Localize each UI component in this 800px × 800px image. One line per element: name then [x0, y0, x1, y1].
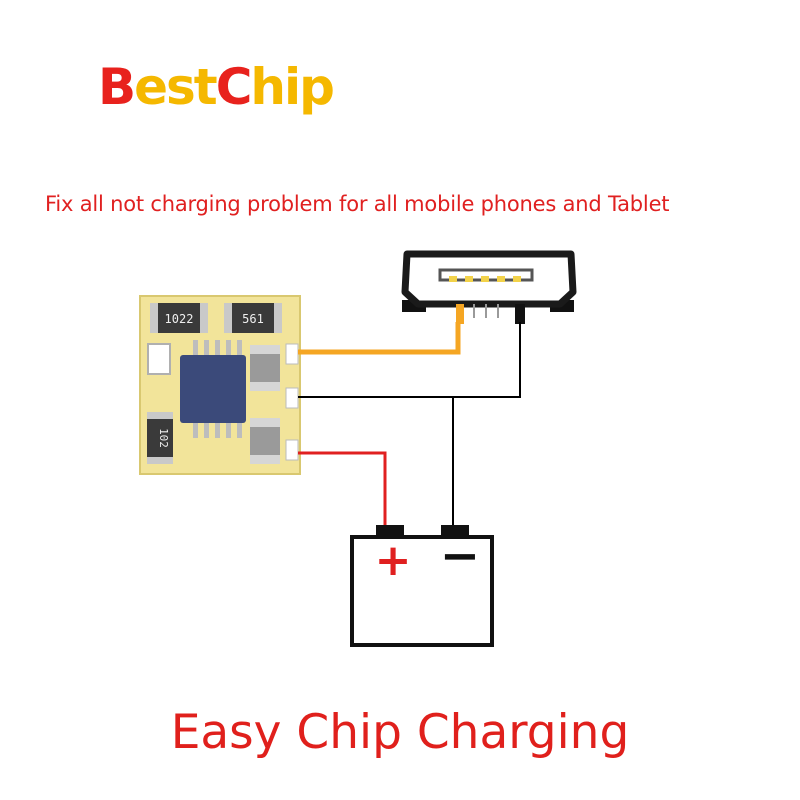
caption-title: Easy Chip Charging: [170, 705, 630, 760]
pad-3: [285, 439, 299, 461]
ic-pins: [193, 340, 242, 438]
capacitor-upper: [250, 345, 280, 391]
logo-letter-b: B: [98, 58, 136, 116]
ic-chip: [180, 355, 246, 423]
smd-component-left: [147, 343, 171, 375]
logo-text-est: est: [134, 58, 218, 116]
battery: + −: [350, 525, 494, 647]
battery-terminal-negative: [441, 525, 469, 538]
battery-minus-sign: −: [440, 528, 480, 584]
resistor-left-label: 102: [157, 428, 170, 448]
usb-pin-ground: [515, 304, 525, 324]
resistor-left: 102: [147, 412, 173, 464]
usb-pin-positive: [456, 304, 464, 324]
battery-terminal-positive: [376, 525, 404, 538]
wire-orange-vbus: [298, 322, 461, 355]
micro-usb-connector: [401, 250, 577, 324]
wire-black-ground-usb: [298, 322, 521, 398]
capacitor-lower: [250, 418, 280, 464]
resistor-top-left-label: 1022: [165, 312, 194, 326]
wire-red-positive: [298, 451, 387, 528]
pad-2: [285, 387, 299, 409]
logo-text-hip: hip: [250, 58, 335, 116]
resistor-top-left: 1022: [150, 303, 208, 333]
logo-letter-c: C: [215, 58, 253, 116]
resistor-top-right: 561: [224, 303, 282, 333]
subtitle: Fix all not charging problem for all mob…: [45, 192, 670, 216]
pad-1: [285, 343, 299, 365]
charging-chip-board: 1022 561 102: [139, 295, 301, 475]
resistor-top-right-label: 561: [242, 312, 264, 326]
battery-plus-sign: +: [375, 535, 412, 586]
bestchip-logo: BestChip: [98, 62, 335, 112]
